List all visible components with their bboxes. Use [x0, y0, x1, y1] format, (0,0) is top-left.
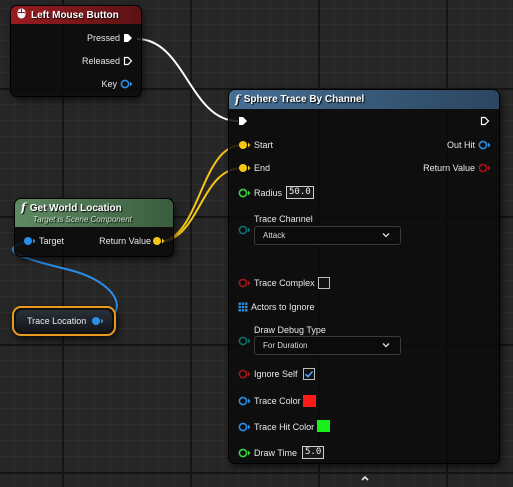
chevron-down-icon [382, 341, 390, 351]
sphere-trace-by-channel-node[interactable]: f Sphere Trace By Channel Start Out Hit … [229, 90, 499, 481]
ignore-self-label: Ignore Self [254, 369, 298, 379]
radius-value-input[interactable]: 50.0 [286, 186, 314, 199]
pressed-label: Pressed [86, 33, 120, 43]
function-node-header[interactable]: f Sphere Trace By Channel [229, 90, 499, 109]
function-icon: f [21, 200, 26, 214]
exec-wire-pressed[interactable] [136, 38, 239, 122]
draw-debug-type-label: Draw Debug Type [254, 325, 326, 335]
node-title: Sphere Trace By Channel [243, 94, 365, 105]
trace-hit-color-label: Trace Hit Color [254, 422, 315, 432]
trace-channel-selected: Attack [263, 231, 286, 240]
draw-debug-type-dropdown[interactable]: For Duration [254, 336, 401, 355]
draw-debug-type-enum-pin[interactable] [238, 336, 251, 346]
ignore-self-checkbox[interactable] [303, 368, 315, 380]
actors-to-ignore-label: Actors to Ignore [251, 302, 315, 312]
ignore-self-bool-pin[interactable] [238, 369, 251, 379]
trace-color-swatch[interactable] [303, 395, 316, 407]
target-label: Target [39, 236, 65, 246]
trace-color-label: Trace Color [254, 396, 301, 406]
out-hit-label: Out Hit [446, 140, 475, 150]
chevron-down-icon [382, 231, 390, 241]
node-title: Get World Location [29, 202, 122, 214]
out-hit-struct-pin[interactable] [478, 140, 491, 150]
exec-out-pin[interactable] [480, 116, 490, 126]
radius-label: Radius [254, 188, 283, 198]
radius-float-pin[interactable] [238, 188, 251, 198]
pressed-exec-pin[interactable] [123, 33, 133, 43]
return-value-label: Return Value [99, 236, 151, 246]
end-vector-pin[interactable] [238, 163, 251, 173]
draw-time-label: Draw Time [254, 448, 298, 458]
trace-hit-color-struct-pin[interactable] [238, 422, 251, 432]
exec-in-pin[interactable] [238, 116, 248, 126]
event-node-header[interactable]: Left Mouse Button [11, 6, 141, 24]
start-label: Start [254, 140, 274, 150]
trace-channel-label: Trace Channel [254, 214, 313, 224]
trace-complex-checkbox[interactable] [318, 277, 330, 289]
end-label: End [254, 163, 271, 173]
trace-color-struct-pin[interactable] [238, 396, 251, 406]
trace-location-struct-pin[interactable] [91, 316, 104, 326]
start-vector-pin[interactable] [238, 140, 251, 150]
return-value-bool-pin[interactable] [478, 163, 491, 173]
node-title: Left Mouse Button [31, 9, 119, 21]
trace-complex-bool-pin[interactable] [238, 278, 251, 288]
key-label: Key [101, 79, 117, 89]
function-icon: f [235, 93, 240, 106]
trace-channel-enum-pin[interactable] [238, 225, 251, 235]
draw-debug-type-selected: For Duration [263, 341, 308, 350]
released-exec-pin[interactable] [123, 56, 133, 66]
trace-channel-dropdown[interactable]: Attack [254, 226, 401, 245]
trace-hit-color-swatch[interactable] [317, 420, 330, 432]
actors-to-ignore-array-pin[interactable] [238, 302, 248, 312]
node-subtitle: Target is Scene Component [33, 214, 132, 224]
target-struct-pin[interactable] [23, 236, 36, 246]
return-value-label: Return Value [423, 163, 475, 173]
variable-label: Trace Location [27, 316, 87, 326]
draw-time-value-input[interactable]: 5.0 [302, 446, 325, 459]
draw-time-float-pin[interactable] [238, 448, 251, 458]
mouse-icon [17, 8, 26, 22]
return-value-vector-pin[interactable] [152, 236, 165, 246]
trace-location-variable-node[interactable]: Trace Location [12, 306, 116, 336]
collapse-advanced-icon[interactable] [360, 469, 370, 481]
released-label: Released [81, 56, 120, 66]
key-struct-pin[interactable] [120, 79, 133, 89]
trace-complex-label: Trace Complex [254, 278, 315, 288]
checkmark-icon [304, 370, 314, 378]
left-mouse-button-node[interactable]: Left Mouse Button Pressed Released Key [11, 6, 141, 96]
